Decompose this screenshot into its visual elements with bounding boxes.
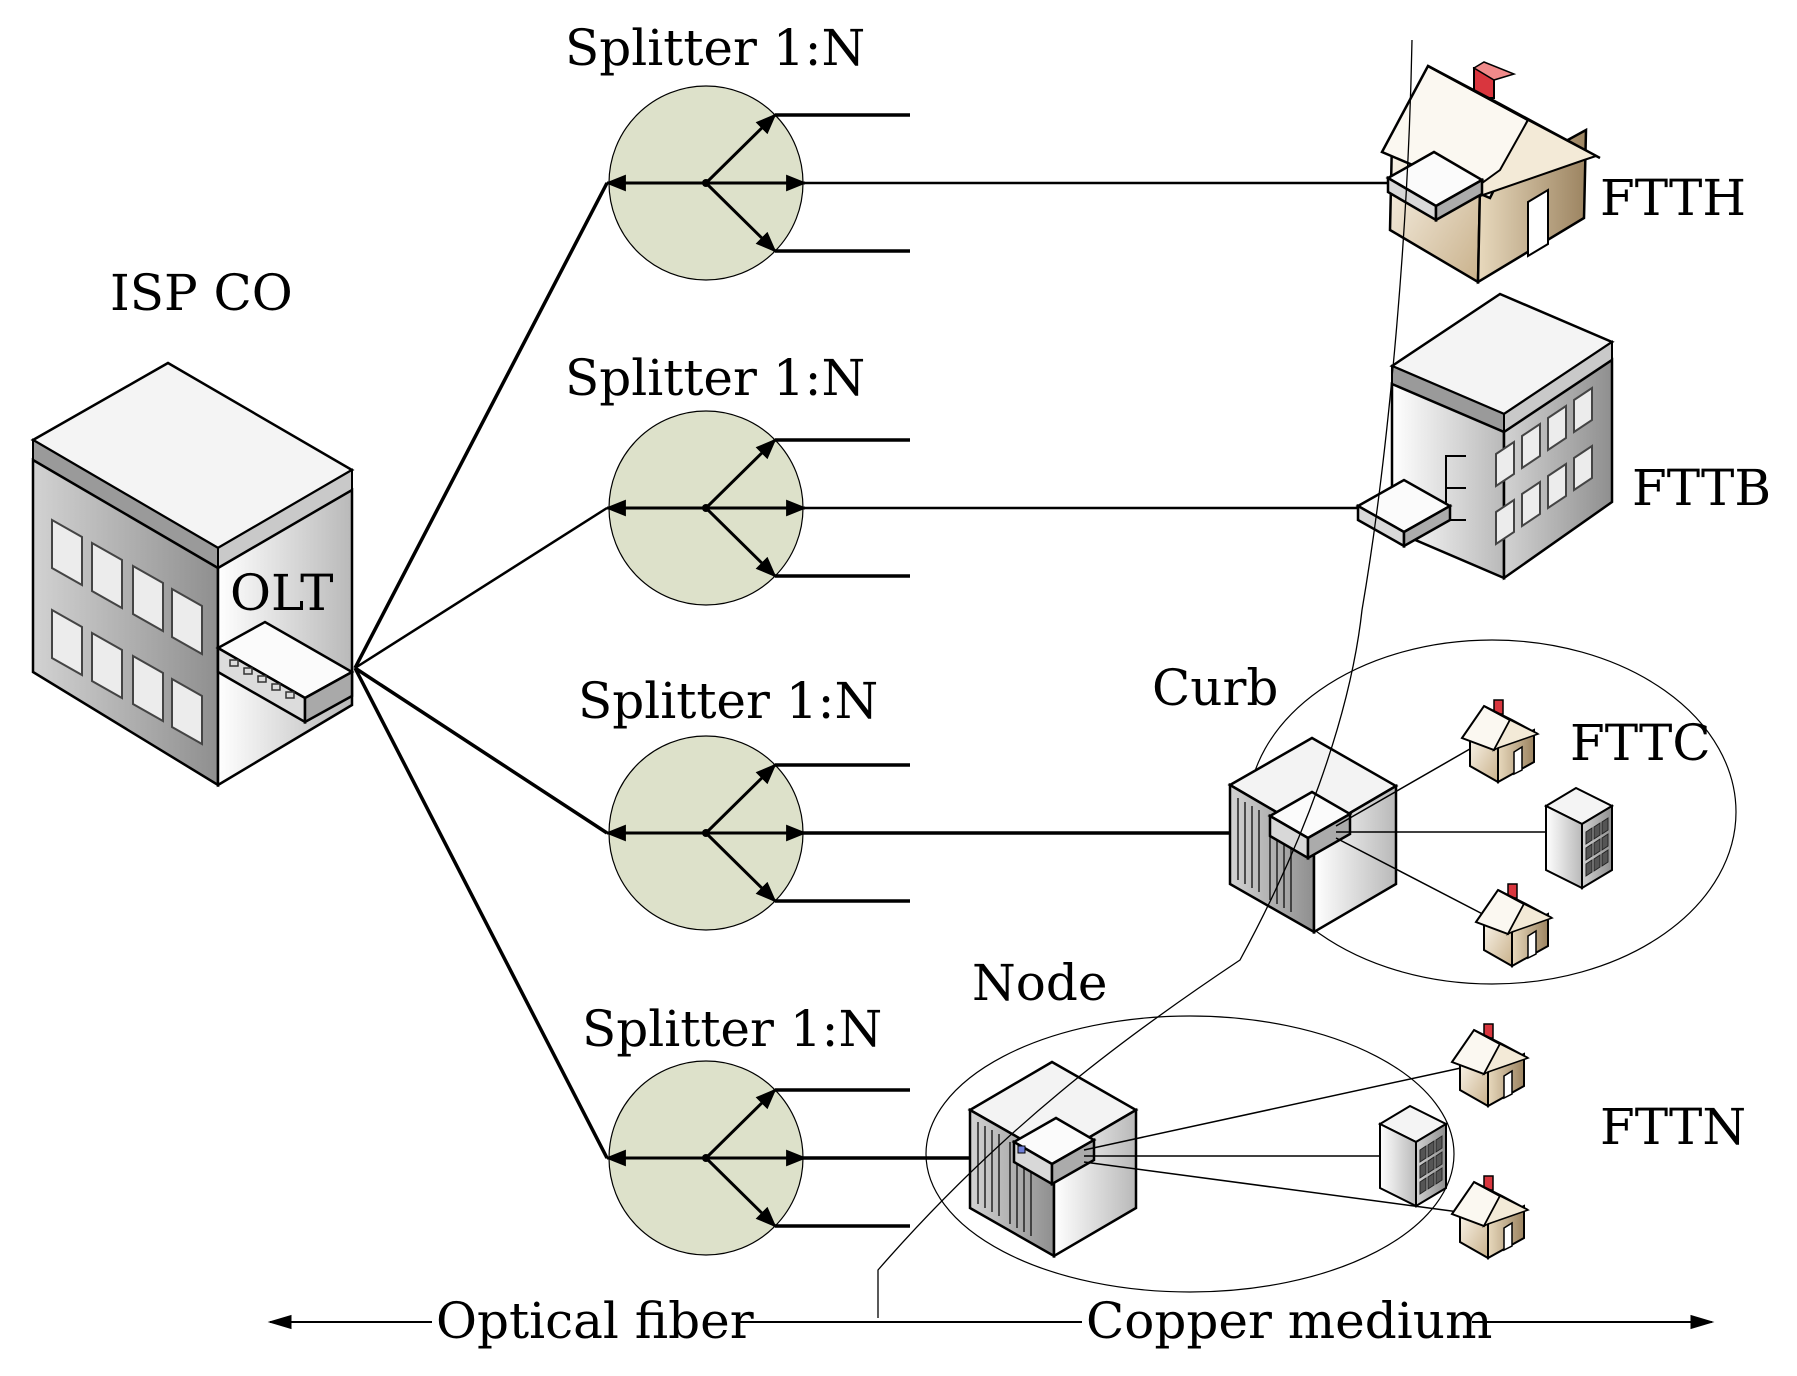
splitter-junction bbox=[702, 1154, 710, 1162]
fttn-label: FTTN bbox=[1600, 1098, 1746, 1156]
fttc-label: FTTC bbox=[1570, 714, 1711, 772]
olt-label: OLT bbox=[230, 564, 333, 622]
splitter-branch bbox=[704, 763, 777, 835]
splitter-1-label: Splitter 1:N bbox=[565, 19, 865, 77]
splitter-junction bbox=[702, 829, 710, 837]
splitter-branch bbox=[704, 181, 777, 253]
ftth-label: FTTH bbox=[1600, 169, 1746, 227]
splitter-branch bbox=[704, 438, 777, 510]
trunk-fttb bbox=[354, 506, 608, 670]
splitter-branch bbox=[704, 1088, 777, 1160]
small-house-icon bbox=[1450, 1175, 1530, 1260]
trunk-ftth bbox=[353, 182, 609, 669]
splitter-branch bbox=[704, 506, 777, 578]
splitter-junction bbox=[702, 504, 710, 512]
small-building-icon bbox=[1377, 1104, 1449, 1208]
fttc-area bbox=[1227, 639, 1737, 985]
fttc-premises bbox=[1460, 699, 1615, 968]
splitter-2 bbox=[604, 410, 910, 606]
trunk-fttc bbox=[354, 666, 608, 835]
small-house-icon bbox=[1474, 883, 1554, 968]
splitter-branch bbox=[704, 831, 777, 903]
splitter-3-label: Splitter 1:N bbox=[578, 672, 878, 730]
splitter-2-label: Splitter 1:N bbox=[565, 349, 865, 407]
small-building-icon bbox=[1543, 786, 1615, 890]
splitter-junction bbox=[702, 179, 710, 187]
splitter-3 bbox=[604, 735, 910, 931]
splitter-1 bbox=[604, 85, 910, 281]
node-ellipse bbox=[925, 1015, 1455, 1293]
fttb-building bbox=[1355, 292, 1615, 581]
ftth-house bbox=[1380, 61, 1601, 285]
fttn-premises bbox=[1377, 1023, 1530, 1260]
fiber-copper-boundary bbox=[877, 39, 1413, 1318]
trunk-fttn bbox=[353, 667, 609, 1159]
curb-label: Curb bbox=[1152, 659, 1278, 717]
fiber-trunks bbox=[353, 182, 609, 1159]
splitter-4 bbox=[604, 1060, 910, 1256]
splitter-branch bbox=[704, 113, 777, 185]
olt-device bbox=[215, 620, 355, 725]
splitters-group bbox=[604, 85, 910, 1256]
copper-medium-label: Copper medium bbox=[1086, 1292, 1492, 1350]
small-house-icon bbox=[1460, 699, 1540, 784]
fttb-label: FTTB bbox=[1632, 459, 1771, 517]
isp-co-label: ISP CO bbox=[110, 264, 293, 322]
node-label: Node bbox=[972, 954, 1107, 1012]
fttn-area bbox=[925, 1015, 1475, 1293]
optical-fiber-label: Optical fiber bbox=[436, 1292, 754, 1350]
splitter-4-label: Splitter 1:N bbox=[582, 1000, 882, 1058]
small-house-icon bbox=[1450, 1023, 1530, 1108]
splitter-branch bbox=[704, 1156, 777, 1228]
